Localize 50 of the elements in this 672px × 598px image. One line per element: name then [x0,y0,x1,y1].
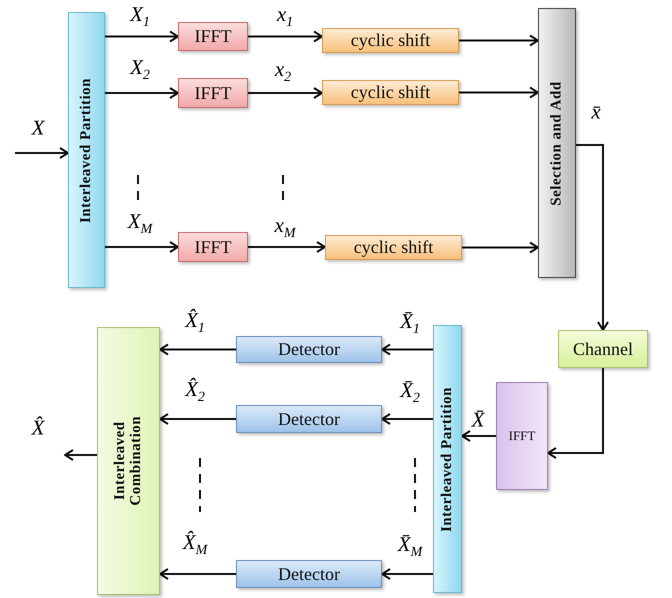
detector-block [236,336,382,363]
arrow [462,242,539,254]
arrow [576,144,609,331]
partition-block [68,12,105,288]
detector-block [236,405,382,433]
partition-block [433,325,462,593]
block-label: cyclic shift [350,82,430,103]
channel-block [558,330,648,368]
arrow [105,241,179,253]
arrow [248,30,323,42]
arrow [381,413,433,425]
arrow [459,86,539,98]
block-label: Selection and Add [548,80,566,206]
arrow [461,430,496,442]
block-label: Channel [573,338,633,360]
arrow [159,568,236,580]
arrow [105,87,179,99]
selection-block [538,8,576,278]
combination-block [97,327,160,595]
ifft-block [178,232,248,262]
arrow [15,147,69,159]
block-label: Interleaved Combination [112,416,144,506]
cyclic-shift-block [322,28,459,53]
block-label: Detector [278,408,340,430]
ifft-block [178,22,248,51]
block-label: IFFT [194,82,232,104]
arrow [381,344,433,356]
block-label: IFFT [508,428,536,444]
arrow [547,368,604,459]
ifft-block [178,78,248,108]
arrow [64,449,97,461]
block-label: IFFT [194,236,232,258]
block-label: Detector [278,564,340,584]
arrow [159,413,236,425]
cyclic-shift-block [322,80,459,105]
detector-block [236,560,382,588]
block-label: Interleaved Partition [439,386,456,532]
arrow [248,241,326,253]
arrow [381,568,433,580]
ifft-block [496,382,548,490]
block-label: Interleaved Partition [78,77,95,223]
arrow [248,87,323,99]
block-label: IFFT [194,26,232,47]
arrow [105,30,179,42]
arrow [459,34,539,46]
arrow [159,344,236,356]
cyclic-shift-block [325,235,462,260]
block-label: cyclic shift [354,237,434,258]
block-label: cyclic shift [350,30,430,51]
block-label: Detector [278,339,340,360]
